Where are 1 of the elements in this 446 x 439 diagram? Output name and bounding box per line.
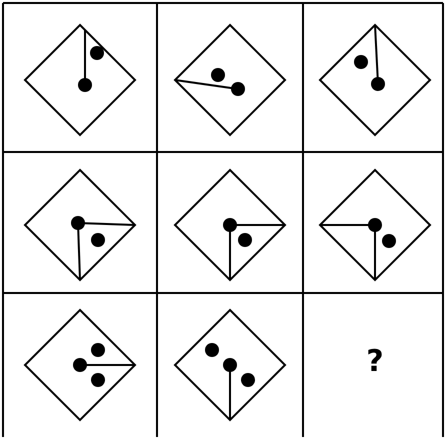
question-mark: ? bbox=[365, 343, 385, 381]
